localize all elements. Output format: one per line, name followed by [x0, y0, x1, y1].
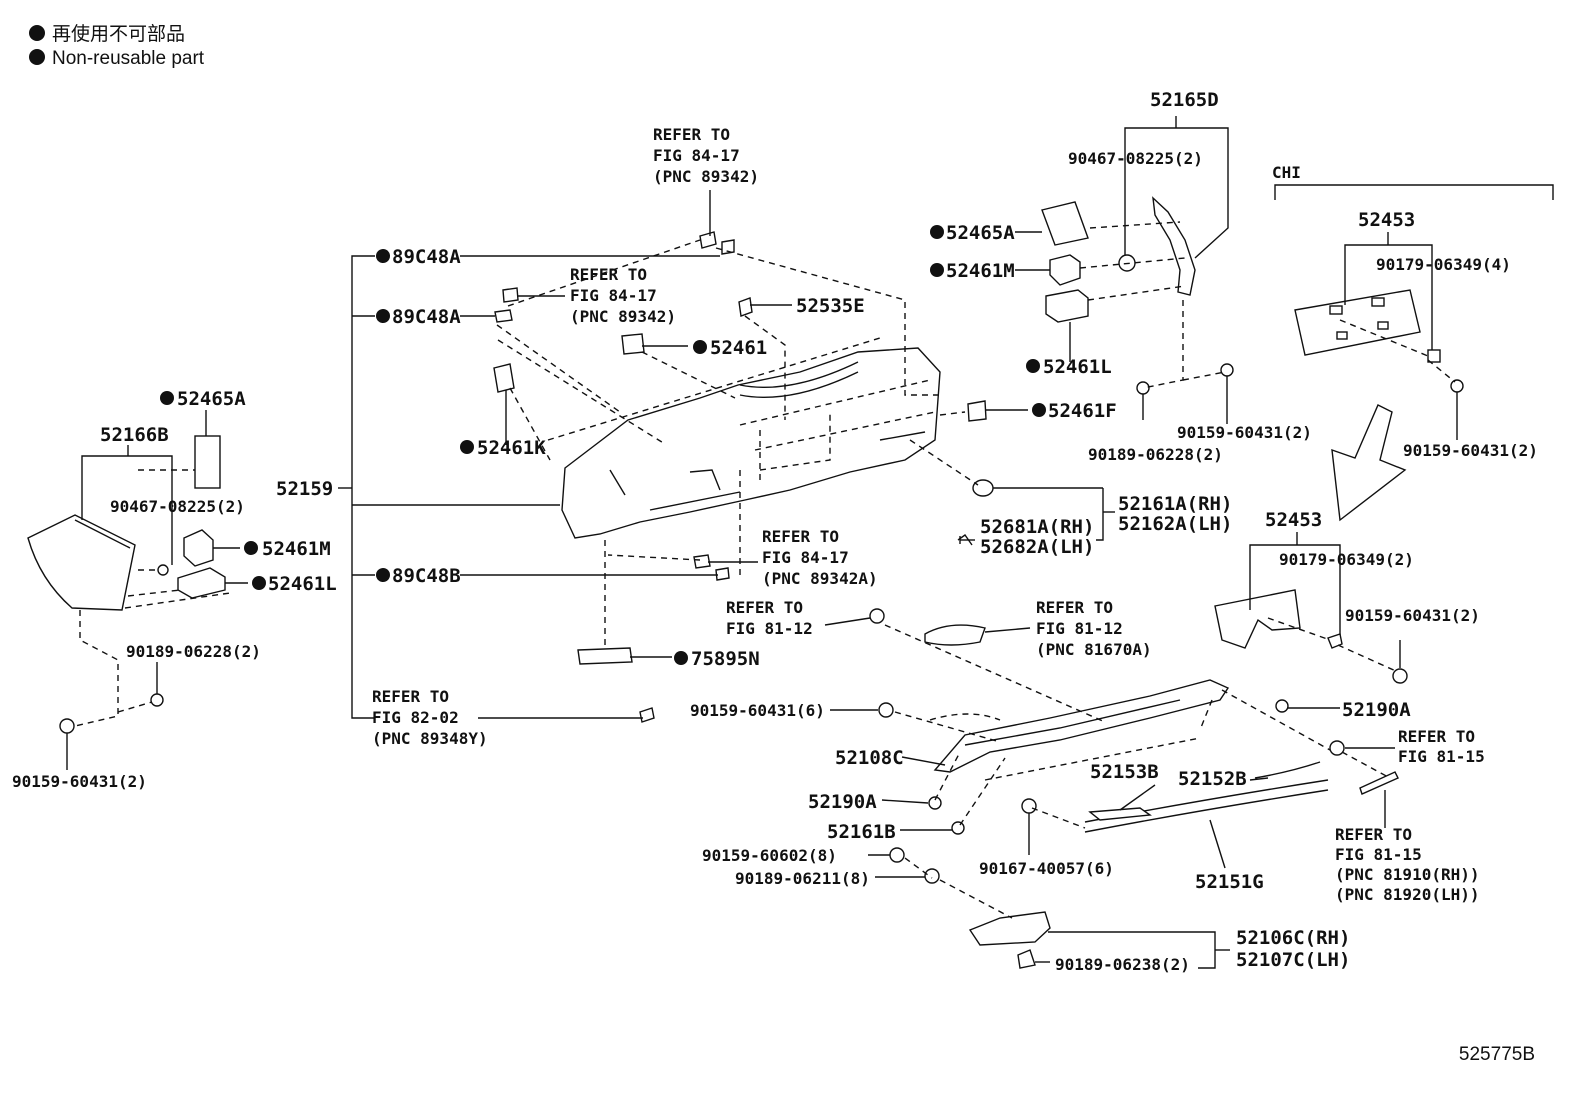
reference-label: (PNC 89342)	[653, 167, 759, 186]
part-label: 90159-60602(8)	[702, 846, 837, 865]
part-label: 52535E	[796, 295, 865, 317]
part-label: 52681A(RH)	[980, 516, 1094, 538]
license-plate-bracket-drawing	[1214, 184, 1554, 684]
reference-label: FIG 81-15	[1398, 747, 1485, 766]
part-label: 90189-06211(8)	[735, 869, 870, 888]
part-label: 90159-60431(2)	[1177, 423, 1312, 442]
part-labels: 52165D 90467-08225(2) 52465A 52461M 5246…	[12, 89, 1538, 974]
part-label: 52161A(RH)	[1118, 493, 1232, 515]
region-label: CHI	[1272, 163, 1301, 182]
part-label: 52108C	[835, 747, 904, 769]
part-label: 52461L	[268, 573, 337, 595]
right-upper-bracket-drawing	[1041, 196, 1234, 395]
part-label: 90179-06349(4)	[1376, 255, 1511, 274]
bumper-hardware-drawing	[493, 231, 994, 723]
reference-label: FIG 81-12	[726, 619, 813, 638]
bumper-cover-drawing	[561, 347, 941, 539]
non-reusable-markers	[160, 225, 1046, 665]
reference-label: REFER TO	[570, 265, 647, 284]
legend-japanese: 再使用不可部品	[52, 23, 185, 45]
part-label: 52461M	[262, 538, 331, 560]
part-label: 52453	[1265, 509, 1322, 531]
reference-label: (PNC 89342)	[570, 307, 676, 326]
reference-label: REFER TO	[762, 527, 839, 546]
reference-label: REFER TO	[1335, 825, 1412, 844]
part-label: 52461L	[1043, 356, 1112, 378]
part-label: 89C48A	[392, 306, 461, 328]
reference-label: (PNC 89348Y)	[372, 729, 488, 748]
part-label: 52159	[276, 478, 333, 500]
leader-lines	[66, 116, 1458, 969]
part-label: 90167-40057(6)	[979, 859, 1114, 878]
part-label: 52190A	[1342, 699, 1411, 721]
reference-label: (PNC 81920(LH))	[1335, 885, 1480, 904]
diagram-id: 525775B	[1459, 1044, 1535, 1065]
reference-label: REFER TO	[1036, 598, 1113, 617]
part-label: 52461	[710, 337, 767, 359]
part-label: 52107C(LH)	[1236, 949, 1350, 971]
part-label: 90159-60431(6)	[690, 701, 825, 720]
part-label: 52461F	[1048, 400, 1117, 422]
reference-label: FIG 81-15	[1335, 845, 1422, 864]
part-label: 89C48A	[392, 246, 461, 268]
part-label: 90189-06238(2)	[1055, 955, 1190, 974]
part-label: 90159-60431(2)	[1403, 441, 1538, 460]
reference-label: REFER TO	[653, 125, 730, 144]
part-label: 52461K	[477, 437, 546, 459]
reference-label: (PNC 81910(RH))	[1335, 865, 1480, 884]
part-label: 52162A(LH)	[1118, 513, 1232, 535]
part-label: 52682A(LH)	[980, 536, 1094, 558]
part-label: 52153B	[1090, 761, 1159, 783]
part-label: 52106C(RH)	[1236, 927, 1350, 949]
part-label: 52151G	[1195, 871, 1264, 893]
part-label: 52465A	[946, 222, 1015, 244]
part-label: 90467-08225(2)	[110, 497, 245, 516]
part-label: 90159-60431(2)	[1345, 606, 1480, 625]
part-label: 52190A	[808, 791, 877, 813]
reference-label: REFER TO	[372, 687, 449, 706]
part-label: 52152B	[1178, 768, 1247, 790]
reference-label: FIG 82-02	[372, 708, 459, 727]
legend-dot-icon	[29, 25, 45, 41]
reference-label: (PNC 89342A)	[762, 569, 878, 588]
reference-label: REFER TO	[726, 598, 803, 617]
left-side-panel-drawing	[27, 435, 231, 734]
part-label: 90467-08225(2)	[1068, 149, 1203, 168]
reference-label: (PNC 81670A)	[1036, 640, 1152, 659]
reference-label: FIG 81-12	[1036, 619, 1123, 638]
part-label: 52461M	[946, 260, 1015, 282]
part-label: 90159-60431(2)	[12, 772, 147, 791]
reference-label: REFER TO	[1398, 727, 1475, 746]
part-label: 90179-06349(2)	[1279, 550, 1414, 569]
part-label: 75895N	[691, 648, 760, 670]
reference-label: FIG 84-17	[570, 286, 657, 305]
part-label: 90189-06228(2)	[126, 642, 261, 661]
reference-label: FIG 84-17	[762, 548, 849, 567]
part-label: 89C48B	[392, 565, 461, 587]
part-label: 90189-06228(2)	[1088, 445, 1223, 464]
part-label: 52161B	[827, 821, 896, 843]
part-label: 52165D	[1150, 89, 1219, 111]
part-label: 52166B	[100, 424, 169, 446]
legend-dot-icon	[29, 49, 45, 65]
part-label: 52465A	[177, 388, 246, 410]
reference-label: FIG 84-17	[653, 146, 740, 165]
part-label: 52453	[1358, 209, 1415, 231]
lower-diffuser-drawing	[869, 608, 1399, 969]
legend-english: Non-reusable part	[52, 48, 205, 69]
